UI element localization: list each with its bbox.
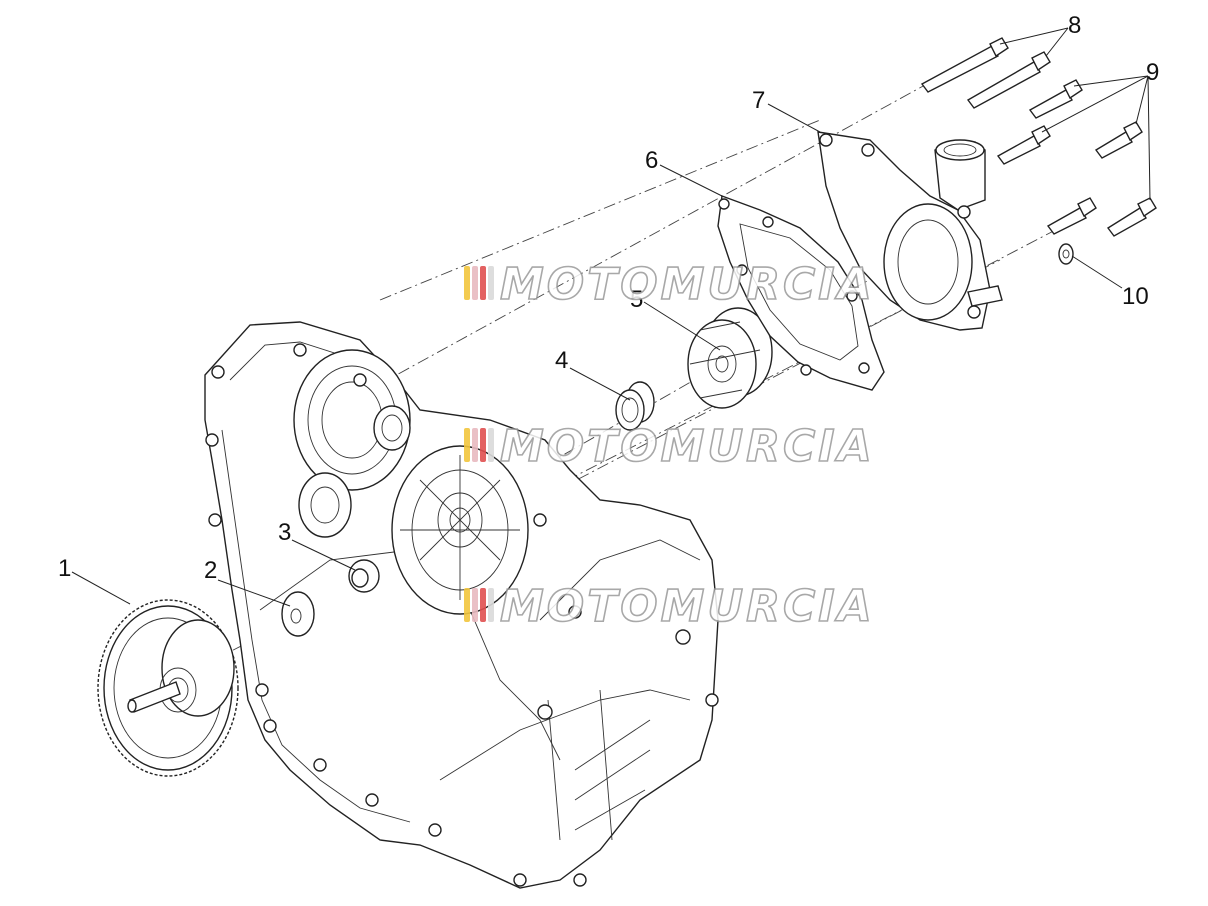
- callout-labels: 1 2 3 4 5 6 7 8 9 10: [58, 12, 1159, 584]
- drive-gear: [97, 599, 239, 777]
- callout-10: 10: [1122, 283, 1149, 310]
- mechanical-seal: [615, 381, 655, 431]
- callout-7: 7: [752, 87, 765, 114]
- crankcase-cover: [204, 321, 719, 889]
- callout-3: 3: [278, 519, 291, 546]
- callout-8: 8: [1068, 12, 1081, 39]
- pump-cover: [817, 131, 1003, 331]
- watermark-text: MOTOMURCIA: [500, 421, 875, 472]
- callout-4: 4: [555, 347, 568, 374]
- watermark-text: MOTOMURCIA: [500, 259, 875, 310]
- callout-9: 9: [1146, 59, 1159, 86]
- watermark-top: MOTOMURCIA: [464, 258, 875, 311]
- short-bolts: [996, 79, 1157, 237]
- callout-6: 6: [645, 147, 658, 174]
- thrust-washer: [281, 591, 315, 637]
- watermark-text: MOTOMURCIA: [500, 581, 875, 632]
- watermark-bottom: MOTOMURCIA: [464, 580, 875, 633]
- callout-5: 5: [630, 286, 643, 313]
- callout-2: 2: [204, 557, 217, 584]
- long-bolts: [920, 37, 1051, 109]
- leader-lines: [71, 27, 1151, 607]
- pump-gasket: [717, 195, 885, 391]
- oil-seal: [348, 559, 380, 593]
- callout-1: 1: [58, 555, 71, 582]
- pump-impeller: [687, 307, 773, 409]
- watermark-middle: MOTOMURCIA: [464, 420, 875, 473]
- small-washer: [1058, 243, 1074, 265]
